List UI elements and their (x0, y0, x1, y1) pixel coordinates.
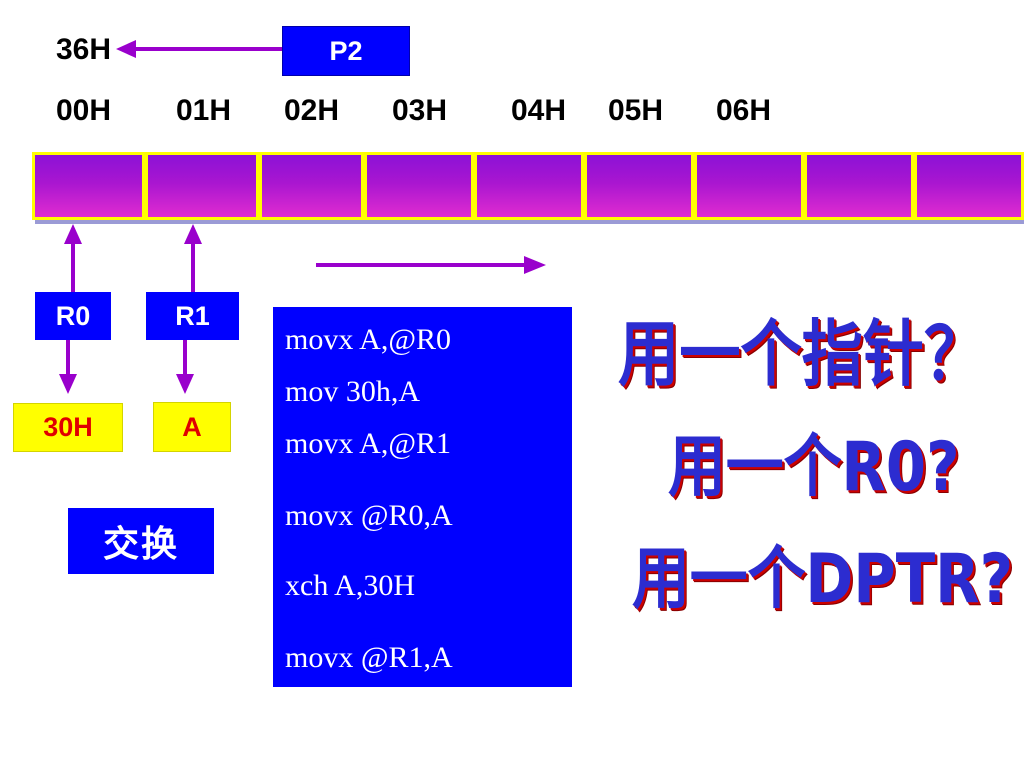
memory-cell (694, 152, 804, 220)
r0-register-box: R0 (35, 292, 111, 340)
pointer-address-label: 36H (56, 33, 112, 66)
memory-cell (474, 152, 584, 220)
pointer-arrow-left-icon (116, 40, 282, 58)
memory-cell (584, 152, 694, 220)
r0-down-arrow-icon (59, 340, 77, 394)
code-line: movx A,@R1 (285, 427, 451, 460)
r0-target-30h: 30H (13, 403, 123, 452)
memory-cell (32, 152, 145, 220)
code-line: movx @R0,A (285, 499, 453, 532)
address-label-05h: 05H (608, 94, 664, 127)
address-label-00h: 00H (56, 94, 112, 127)
memory-cell (259, 152, 364, 220)
r1-register-box: R1 (146, 292, 239, 340)
code-line: xch A,30H (285, 569, 415, 602)
memory-cell-row (32, 152, 1024, 222)
swap-label-box: 交换 (68, 508, 214, 574)
r1-down-arrow-icon (176, 340, 194, 394)
r0-up-arrow-icon (64, 224, 82, 292)
memory-cell (914, 152, 1024, 220)
memory-cell (804, 152, 914, 220)
address-label-02h: 02H (284, 94, 340, 127)
code-line: movx A,@R0 (285, 323, 451, 356)
address-label-06h: 06H (716, 94, 772, 127)
question-r0: 用一个R0? (668, 428, 960, 507)
p2-register-box: P2 (282, 26, 410, 76)
code-listing: movx A,@R0 mov 30h,A movx A,@R1 movx @R0… (273, 307, 572, 687)
r1-up-arrow-icon (184, 224, 202, 292)
memory-cell (364, 152, 474, 220)
address-label-04h: 04H (511, 94, 567, 127)
address-label-03h: 03H (392, 94, 448, 127)
direction-arrow-right-icon (316, 256, 546, 274)
question-dptr: 用一个DPTR? (632, 540, 1014, 619)
question-pointer: 用一个指针？ (618, 312, 986, 396)
memory-cell (145, 152, 259, 220)
code-line: mov 30h,A (285, 375, 420, 408)
address-label-01h: 01H (176, 94, 232, 127)
r1-target-a: A (153, 402, 231, 452)
code-line: movx @R1,A (285, 641, 453, 674)
